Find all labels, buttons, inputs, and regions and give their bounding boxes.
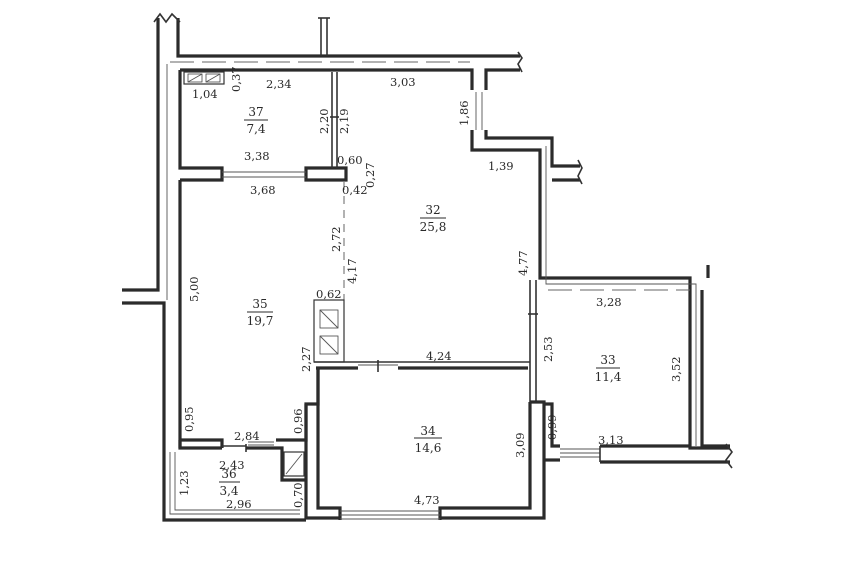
- dim-4-73: 4,73: [414, 493, 440, 507]
- dim-3-09: 3,09: [513, 432, 527, 458]
- svg-text:35: 35: [252, 297, 267, 311]
- dim-3-52: 3,52: [669, 356, 683, 382]
- dim-2-84: 2,84: [234, 429, 260, 443]
- dim-0-99: 0,99: [545, 414, 559, 440]
- dim-2-53: 2,53: [541, 336, 555, 362]
- dim-0-42: 0,42: [342, 183, 368, 197]
- dim-2-72: 2,72: [329, 226, 343, 252]
- central-walls: [178, 180, 538, 450]
- dim-1-04: 1,04: [192, 87, 218, 101]
- svg-text:11,4: 11,4: [595, 370, 622, 384]
- svg-text:7,4: 7,4: [246, 122, 265, 136]
- dim-5-00: 5,00: [187, 276, 201, 302]
- dim-3-28: 3,28: [596, 295, 622, 309]
- room-34-walls: [304, 368, 690, 520]
- dim-0-96: 0,96: [291, 408, 305, 434]
- svg-text:25,8: 25,8: [420, 220, 447, 234]
- svg-text:14,6: 14,6: [415, 441, 442, 455]
- dim-2-96: 2,96: [226, 497, 252, 511]
- dim-4-24: 4,24: [426, 349, 452, 363]
- dim-2-19: 2,19: [337, 108, 351, 134]
- dim-4-77: 4,77: [516, 250, 530, 276]
- dim-1-39: 1,39: [488, 159, 514, 173]
- room-label-34: 34 14,6: [414, 424, 442, 455]
- room-label-36: 36 3,4: [219, 467, 240, 498]
- dim-0-70: 0,70: [291, 482, 305, 508]
- room-label-35: 35 19,7: [247, 297, 274, 328]
- room-label-37: 37 7,4: [244, 105, 268, 136]
- dim-3-68: 3,68: [250, 183, 276, 197]
- dim-3-03: 3,03: [390, 75, 416, 89]
- room-label-33: 33 11,4: [595, 353, 622, 384]
- svg-text:32: 32: [425, 203, 440, 217]
- room-36-walls: [162, 404, 308, 522]
- svg-text:33: 33: [600, 353, 615, 367]
- dim-0-37: 0,37: [229, 66, 243, 92]
- dim-4-17: 4,17: [345, 258, 359, 284]
- dim-2-20: 2,20: [317, 108, 331, 134]
- dim-2-43: 2,43: [219, 458, 245, 472]
- dim-0-62: 0,62: [316, 287, 342, 301]
- dim-0-60: 0,60: [337, 153, 363, 167]
- svg-text:3,4: 3,4: [219, 484, 238, 498]
- dim-3-38: 3,38: [244, 149, 270, 163]
- dim-0-95: 0,95: [182, 406, 196, 432]
- dim-2-27: 2,27: [299, 346, 313, 372]
- dim-1-86: 1,86: [457, 100, 471, 126]
- room-37-walls: [178, 70, 348, 182]
- dim-1-23: 1,23: [177, 470, 191, 496]
- dimension-labels: 1,04 0,37 2,34 3,03 1,86 2,20 2,19 3,38 …: [177, 66, 683, 511]
- room-label-32: 32 25,8: [420, 203, 447, 234]
- svg-text:36: 36: [221, 467, 236, 481]
- svg-text:19,7: 19,7: [247, 314, 274, 328]
- dim-2-34: 2,34: [266, 77, 292, 91]
- outer-walls: [122, 12, 733, 469]
- dim-0-27: 0,27: [363, 162, 377, 188]
- svg-text:37: 37: [248, 105, 263, 119]
- svg-text:34: 34: [420, 424, 436, 438]
- dim-3-13: 3,13: [598, 433, 624, 447]
